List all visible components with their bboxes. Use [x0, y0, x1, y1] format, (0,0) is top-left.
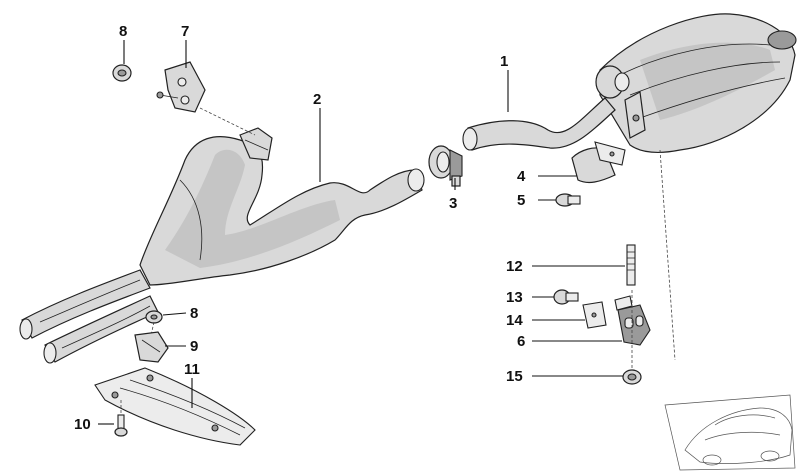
pipe-clamp — [428, 145, 463, 187]
callout-15: 15 — [506, 368, 523, 385]
callout-4: 4 — [517, 168, 526, 185]
callout-8-lower: 8 — [190, 305, 198, 322]
assembly-dash-line — [659, 149, 676, 361]
screw-13 — [553, 289, 579, 305]
bracket-7 — [156, 61, 256, 136]
callout-10: 10 — [74, 416, 91, 433]
rubber-nut-8-lower — [145, 310, 163, 341]
tail-pipe-1 — [462, 91, 646, 151]
callout-13: 13 — [506, 289, 523, 306]
rubber-mount — [571, 141, 626, 184]
callout-2: 2 — [313, 91, 321, 108]
stud-12 — [626, 244, 636, 286]
callout-9: 9 — [190, 338, 198, 355]
front-inlet-pipes — [19, 269, 159, 364]
nut-15 — [622, 369, 642, 385]
bolt-10 — [114, 398, 128, 437]
leader-lines — [98, 40, 625, 425]
callout-1: 1 — [500, 53, 508, 70]
front-silencer-y-pipe — [139, 127, 425, 286]
rubber-hanger-6 — [614, 295, 651, 346]
rubber-nut-8-top — [112, 64, 132, 82]
holder-9 — [134, 331, 169, 363]
callout-6: 6 — [517, 333, 525, 350]
heat-shield-plate-11 — [94, 367, 256, 446]
callout-7: 7 — [181, 23, 189, 40]
callout-8-top: 8 — [119, 23, 127, 40]
callout-14: 14 — [506, 312, 523, 329]
rear-silencer — [595, 13, 797, 154]
callout-labels: 1 2 3 4 5 6 7 8 8 9 10 11 12 13 14 15 — [74, 23, 526, 433]
callout-5: 5 — [517, 192, 525, 209]
vehicle-reference-thumbnail — [664, 394, 796, 471]
bolt-5 — [555, 193, 581, 207]
callout-3: 3 — [449, 195, 457, 212]
callout-11: 11 — [184, 361, 200, 378]
plate-14 — [582, 301, 607, 329]
callout-12: 12 — [506, 258, 523, 275]
